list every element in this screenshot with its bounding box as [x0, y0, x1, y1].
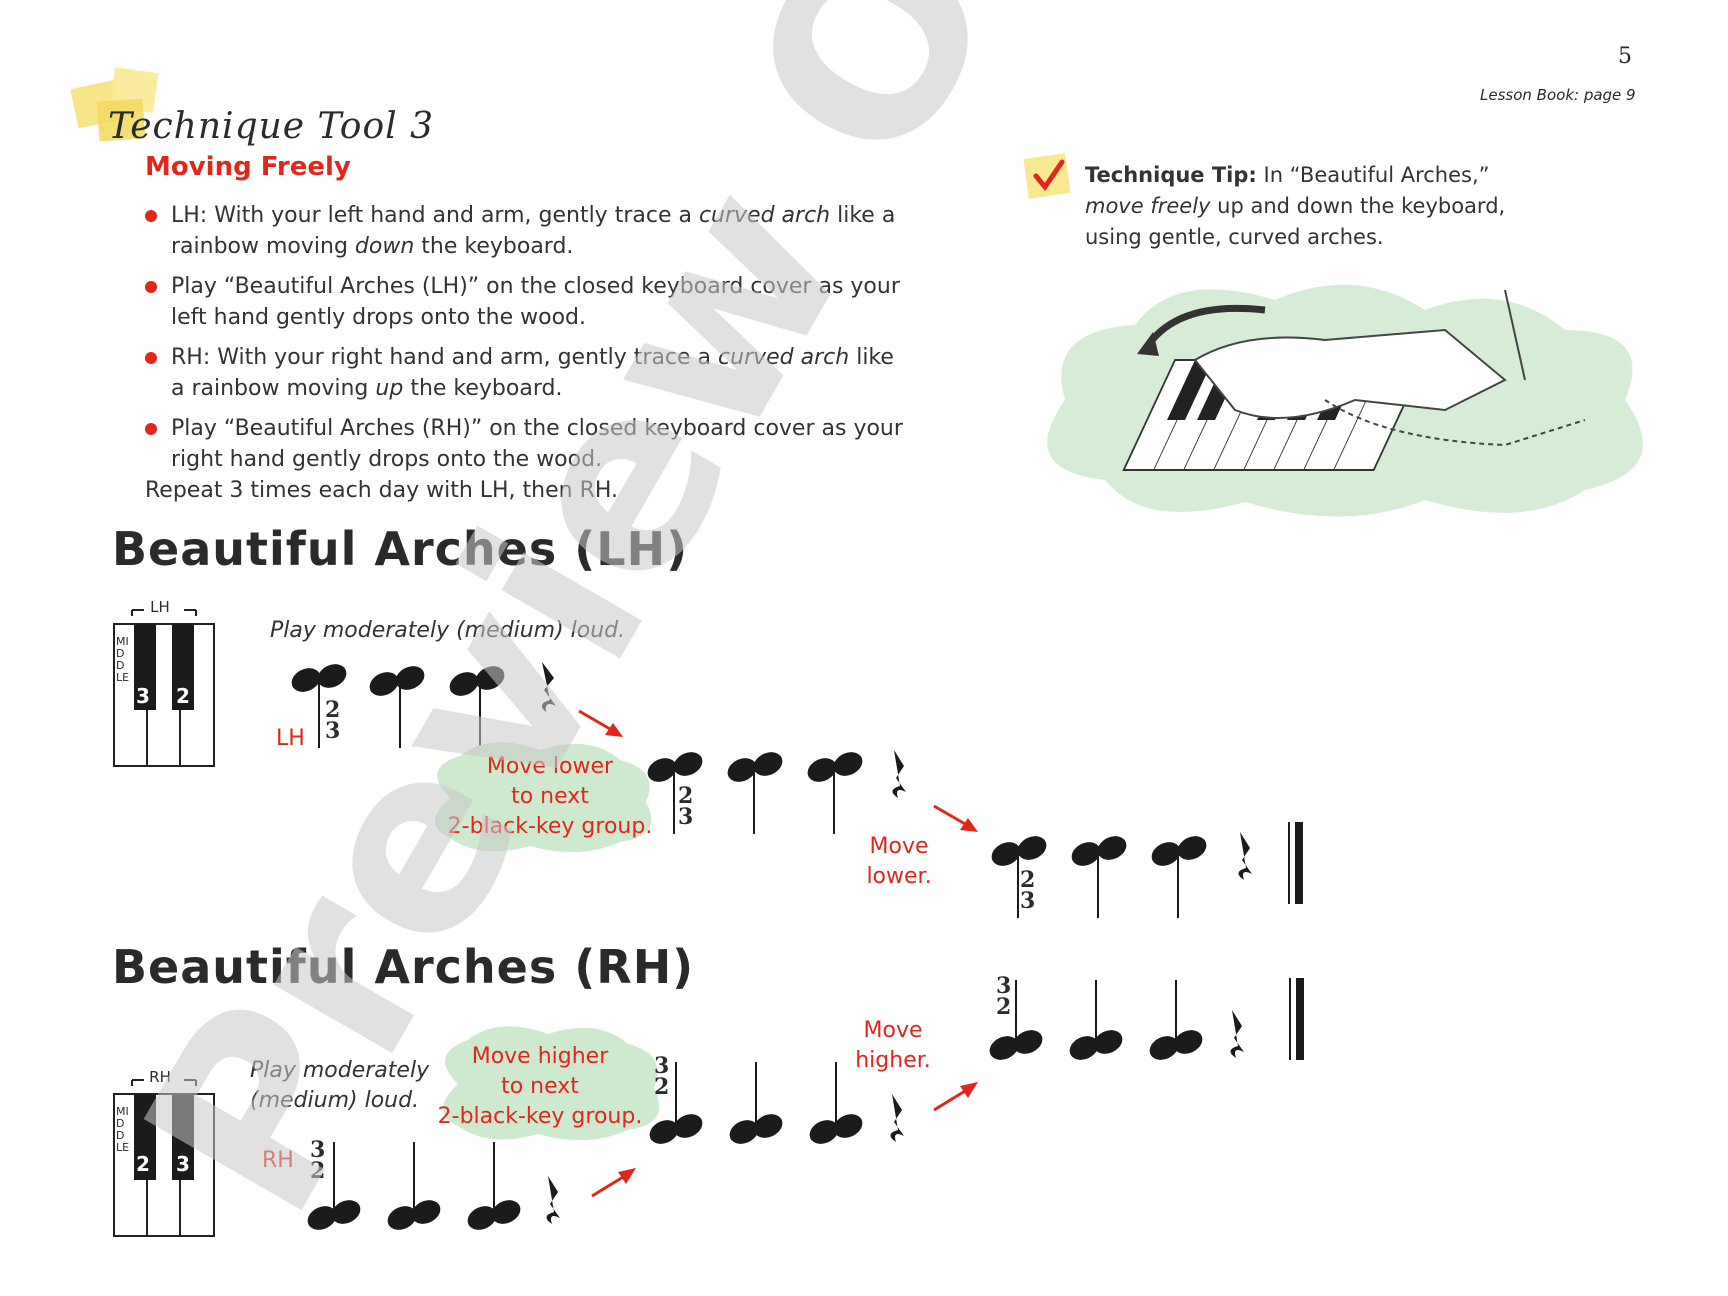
keyboard-diagram-lh: [113, 609, 215, 767]
list-item: Play “Beautiful Arches (RH)” on the clos…: [145, 413, 905, 475]
finger-number: 3: [176, 1152, 190, 1176]
cloud-shape: [435, 742, 652, 853]
keyboard-hand-label: RH: [149, 1068, 171, 1086]
sticky-notes-icon: [70, 67, 159, 142]
keyboard-diagram-rh: [113, 1079, 215, 1237]
section-title-lh: Beautiful Arches (LH): [112, 522, 689, 576]
list-item: LH: With your left hand and arm, gently …: [145, 200, 905, 262]
notation-measure: [649, 1062, 904, 1144]
technique-subtitle: Moving Freely: [145, 152, 351, 182]
bullet-dot-icon: [145, 210, 157, 222]
list-item: RH: With your right hand and arm, gently…: [145, 342, 905, 404]
page-number: 5: [1618, 44, 1632, 69]
hand-label-rh: RH: [262, 1148, 294, 1173]
section-title-rh: Beautiful Arches (RH): [112, 940, 695, 994]
notation-measure: [991, 822, 1303, 918]
finger-number: 2: [176, 684, 190, 708]
bullet-dot-icon: [145, 423, 157, 435]
arrow-icon: [591, 1168, 636, 1198]
checkmark-icon: [1023, 153, 1071, 199]
dynamic-instruction-rh: Play moderately(medium) loud.: [250, 1058, 430, 1113]
technique-tool-title: Technique Tool 3: [108, 106, 434, 147]
bullet-dot-icon: [145, 281, 157, 293]
notation-measure: [291, 664, 347, 748]
instruction-list: LH: With your left hand and arm, gently …: [145, 200, 905, 484]
cloud-shape: [443, 1026, 660, 1141]
finger-number: 3: [136, 684, 150, 708]
hand-label-lh: LH: [276, 726, 305, 751]
notation-measure: [647, 750, 906, 834]
bullet-dot-icon: [145, 352, 157, 364]
hands-on-piano-illustration: [1047, 284, 1643, 517]
notation-measure: [369, 662, 556, 748]
dynamic-instruction-lh: Play moderately (medium) loud.: [270, 618, 626, 643]
finger-number: 2: [136, 1152, 150, 1176]
arrow-icon: [933, 804, 978, 832]
arrow-icon: [578, 709, 623, 737]
arrow-icon: [933, 1082, 978, 1112]
notation-measure: [989, 978, 1304, 1060]
lesson-book-reference: Lesson Book: page 9: [1480, 86, 1636, 104]
middle-label: MIDDLE: [116, 1105, 130, 1154]
technique-tip: Technique Tip: In “Beautiful Arches,” mo…: [1085, 163, 1506, 249]
keyboard-hand-label: LH: [150, 598, 170, 616]
repeat-instruction: Repeat 3 times each day with LH, then RH…: [145, 478, 619, 503]
middle-label: MIDDLE: [116, 635, 130, 684]
list-item: Play “Beautiful Arches (LH)” on the clos…: [145, 271, 905, 333]
notation-measure: [307, 1142, 560, 1230]
